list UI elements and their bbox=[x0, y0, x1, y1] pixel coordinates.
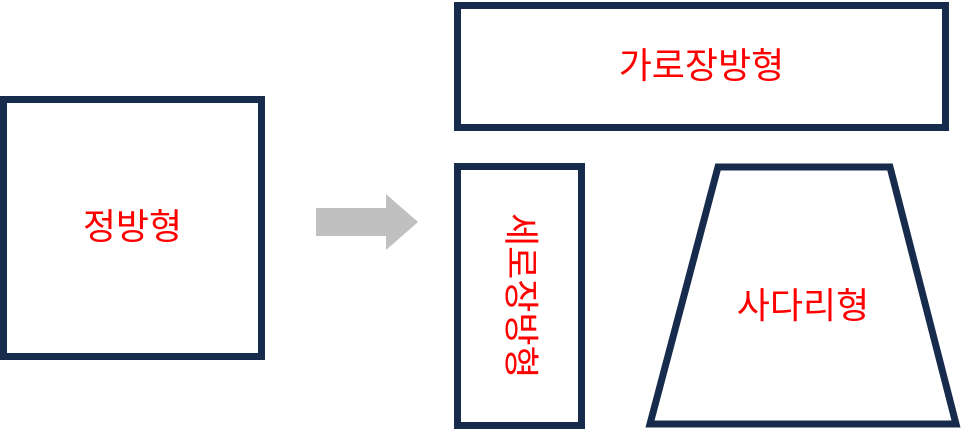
arrow-shape bbox=[316, 194, 418, 250]
square-label: 정방형 bbox=[82, 207, 183, 248]
trapezoid-polygon bbox=[645, 163, 961, 428]
trapezoid-label: 사다리형 bbox=[736, 286, 870, 327]
trapezoid-outline bbox=[645, 163, 961, 428]
wide-rectangle-label: 가로장방형 bbox=[618, 45, 785, 87]
wide-rectangle-shape: 가로장방형 bbox=[454, 2, 949, 131]
right-arrow-icon bbox=[316, 194, 418, 250]
tall-rectangle-label: 세로장방형 bbox=[499, 213, 541, 379]
square-shape: 정방형 bbox=[0, 96, 265, 360]
tall-rectangle-shape: 세로장방형 bbox=[454, 163, 585, 429]
trapezoid-shape: 사다리형 bbox=[645, 163, 961, 429]
